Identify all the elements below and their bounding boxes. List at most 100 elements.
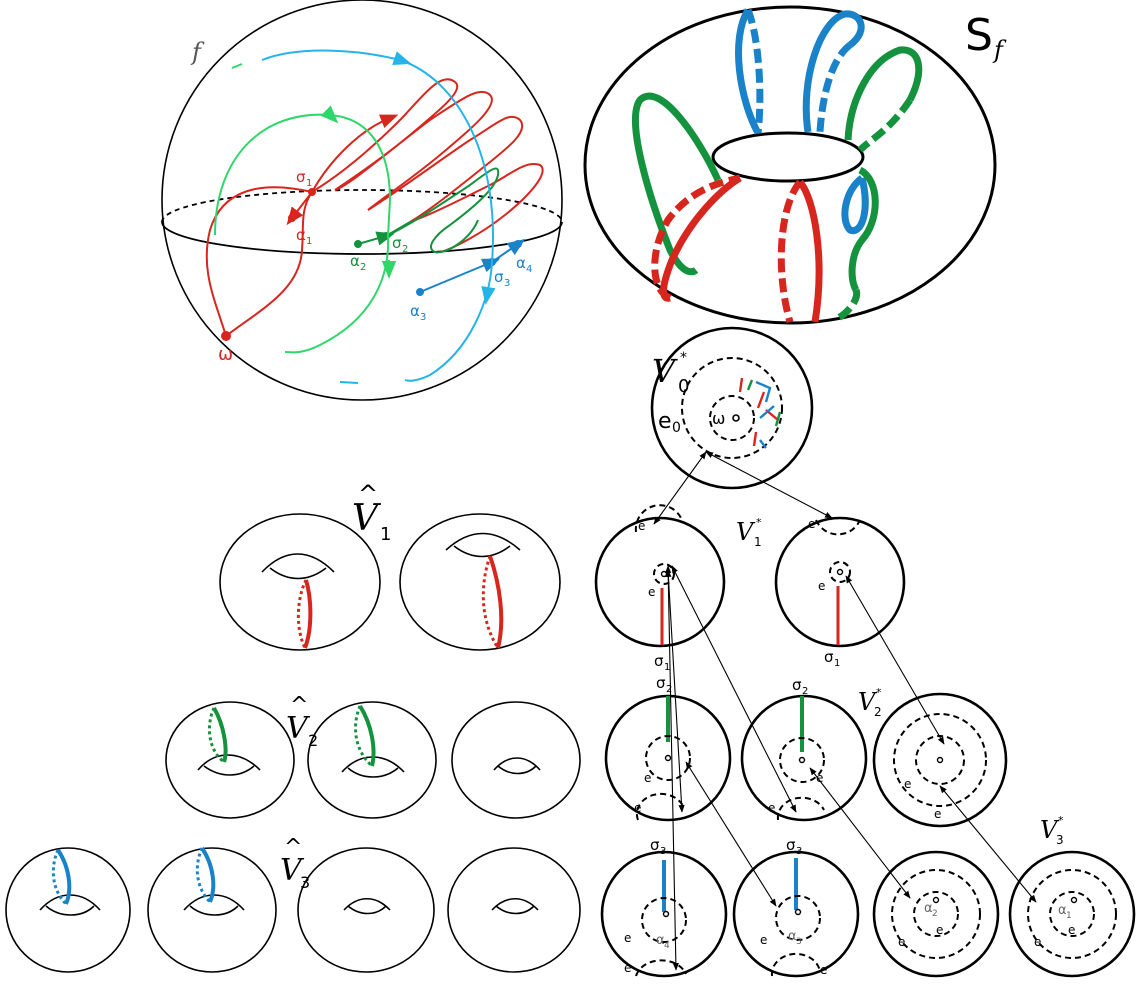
label-sf: S f	[965, 10, 1007, 64]
svg-text:*: *	[680, 350, 687, 366]
svg-text:σ: σ	[296, 168, 306, 186]
svg-text:e: e	[624, 931, 631, 945]
blue-loops	[735, 8, 869, 235]
svg-text:3: 3	[1056, 833, 1064, 847]
svg-text:σ: σ	[494, 268, 504, 286]
svg-text:e: e	[768, 801, 775, 815]
svg-text:^: ^	[290, 693, 308, 718]
svg-text:e: e	[808, 517, 815, 531]
svg-text:σ: σ	[392, 234, 402, 252]
svg-text:e: e	[644, 771, 651, 785]
svg-text:α: α	[1058, 903, 1067, 918]
svg-text:α: α	[296, 226, 306, 244]
label-f: f	[190, 38, 205, 66]
vhat1-tori: V^1	[219, 480, 561, 651]
svg-text:S: S	[965, 10, 993, 61]
svg-text:1: 1	[380, 524, 391, 545]
svg-text:e: e	[820, 963, 827, 977]
svg-text:e: e	[624, 961, 631, 975]
sphere-outline	[161, 0, 563, 401]
label-omega-small: ω	[712, 409, 725, 428]
svg-text:e: e	[634, 801, 641, 815]
svg-text:α: α	[788, 929, 797, 944]
label-omega: ω	[218, 344, 233, 365]
svg-text:2: 2	[874, 705, 882, 719]
svg-text:*: *	[756, 516, 762, 529]
svg-text:σ: σ	[650, 836, 660, 854]
svg-text:1: 1	[306, 178, 312, 189]
svg-text:α: α	[516, 254, 526, 272]
red-separatrices	[205, 78, 544, 341]
svg-text:α: α	[410, 302, 420, 320]
svg-text:α: α	[350, 252, 360, 270]
svg-text:e: e	[648, 585, 655, 599]
svg-text:^: ^	[358, 480, 378, 508]
label-vhat3: V	[280, 853, 305, 888]
svg-text:e: e	[898, 935, 905, 949]
svg-text:e: e	[934, 807, 941, 821]
svg-text:2: 2	[666, 684, 672, 695]
green-loops	[631, 46, 923, 322]
svg-text:3: 3	[504, 278, 510, 289]
svg-text:^: ^	[284, 835, 302, 860]
svg-text:1: 1	[306, 236, 312, 247]
svg-text:2: 2	[802, 686, 808, 697]
sphere-equator-back	[161, 189, 563, 223]
vhat3-tori: V^ 3	[5, 835, 581, 973]
svg-text:0: 0	[678, 376, 689, 397]
svg-text:2: 2	[308, 731, 318, 750]
svg-text:3: 3	[420, 312, 426, 323]
torus-outline	[583, 5, 997, 325]
svg-text:α: α	[924, 901, 933, 916]
label-e0: e	[658, 409, 672, 434]
label-v3: V	[1040, 816, 1060, 844]
svg-text:f: f	[992, 36, 1007, 64]
label-vhat2: V	[286, 711, 311, 746]
label-v0: V	[652, 352, 678, 390]
svg-text:α: α	[656, 933, 665, 948]
svg-text:σ: σ	[786, 836, 796, 854]
svg-text:1: 1	[1066, 911, 1072, 921]
sphere-equator-front	[161, 221, 563, 255]
svg-text:2: 2	[360, 262, 366, 273]
svg-text:σ: σ	[824, 648, 834, 666]
svg-text:σ: σ	[654, 652, 664, 670]
svg-text:σ: σ	[792, 676, 802, 694]
svg-text:e: e	[760, 933, 767, 947]
svg-text:*: *	[1058, 814, 1064, 827]
svg-text:e: e	[904, 777, 911, 791]
vhat2-tori: V^2	[165, 693, 581, 819]
label-vhat1: V	[352, 498, 382, 539]
svg-text:4: 4	[526, 264, 532, 275]
connecting-arrows	[653, 451, 1037, 971]
svg-text:1: 1	[834, 658, 840, 669]
svg-text:2: 2	[402, 244, 408, 255]
svg-text:3: 3	[300, 873, 310, 892]
svg-text:e: e	[1034, 935, 1041, 949]
svg-text:1: 1	[754, 535, 762, 549]
label-v1: V	[736, 518, 756, 546]
svg-text:e: e	[818, 579, 825, 593]
svg-text:e: e	[936, 923, 943, 937]
torus-hole	[711, 131, 865, 183]
svg-text:σ: σ	[656, 674, 666, 692]
lightblue-separatrices	[261, 49, 496, 384]
svg-text:4: 4	[664, 941, 670, 951]
lightgreen-separatrices	[214, 63, 397, 354]
svg-text:3: 3	[796, 937, 802, 947]
torus-panel: S f	[583, 5, 1007, 325]
